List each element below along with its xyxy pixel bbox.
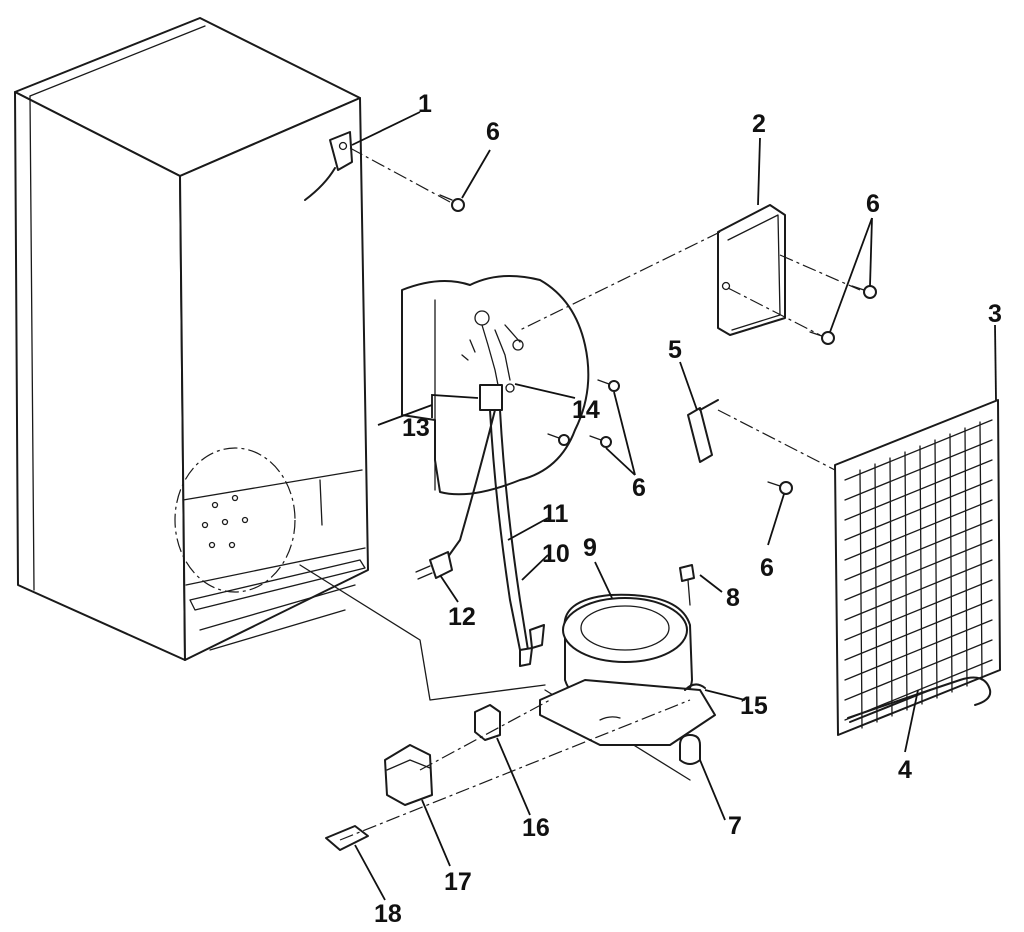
callout-9: 9 (583, 534, 597, 562)
callout-4: 4 (898, 756, 912, 784)
part-2-cover (717, 204, 861, 336)
callout-13: 13 (402, 414, 430, 442)
screws-part-6 (349, 147, 877, 495)
callout-8: 8 (726, 584, 740, 612)
callout-6-mid-right: 6 (760, 554, 774, 582)
leader-lines (351, 111, 997, 901)
callout-12: 12 (448, 603, 476, 631)
callout-14: 14 (572, 396, 600, 424)
callout-18: 18 (374, 900, 402, 928)
part-9-compressor (539, 564, 716, 765)
callout-10: 10 (542, 540, 570, 568)
callout-11: 11 (542, 500, 569, 528)
callout-2: 2 (752, 110, 766, 138)
callout-1: 1 (418, 90, 432, 118)
callout-6-inset: 6 (632, 474, 646, 502)
callout-16: 16 (522, 814, 550, 842)
part-5-bracket (687, 399, 836, 471)
callout-5: 5 (668, 336, 682, 364)
callout-17: 17 (444, 868, 472, 896)
freezer-cabinet (14, 17, 369, 661)
callout-7: 7 (728, 812, 742, 840)
callout-labels: 1 2 3 4 5 6 6 6 6 7 8 9 10 11 12 13 14 1… (374, 90, 1002, 928)
parts-16-17-18 (325, 699, 691, 851)
callout-6-top-left: 6 (486, 118, 500, 146)
part-3-condenser (834, 399, 1001, 736)
electrical-detail-inset (401, 275, 590, 667)
callout-6-top-right: 6 (866, 190, 880, 218)
callout-3: 3 (988, 300, 1002, 328)
callout-15: 15 (740, 692, 768, 720)
